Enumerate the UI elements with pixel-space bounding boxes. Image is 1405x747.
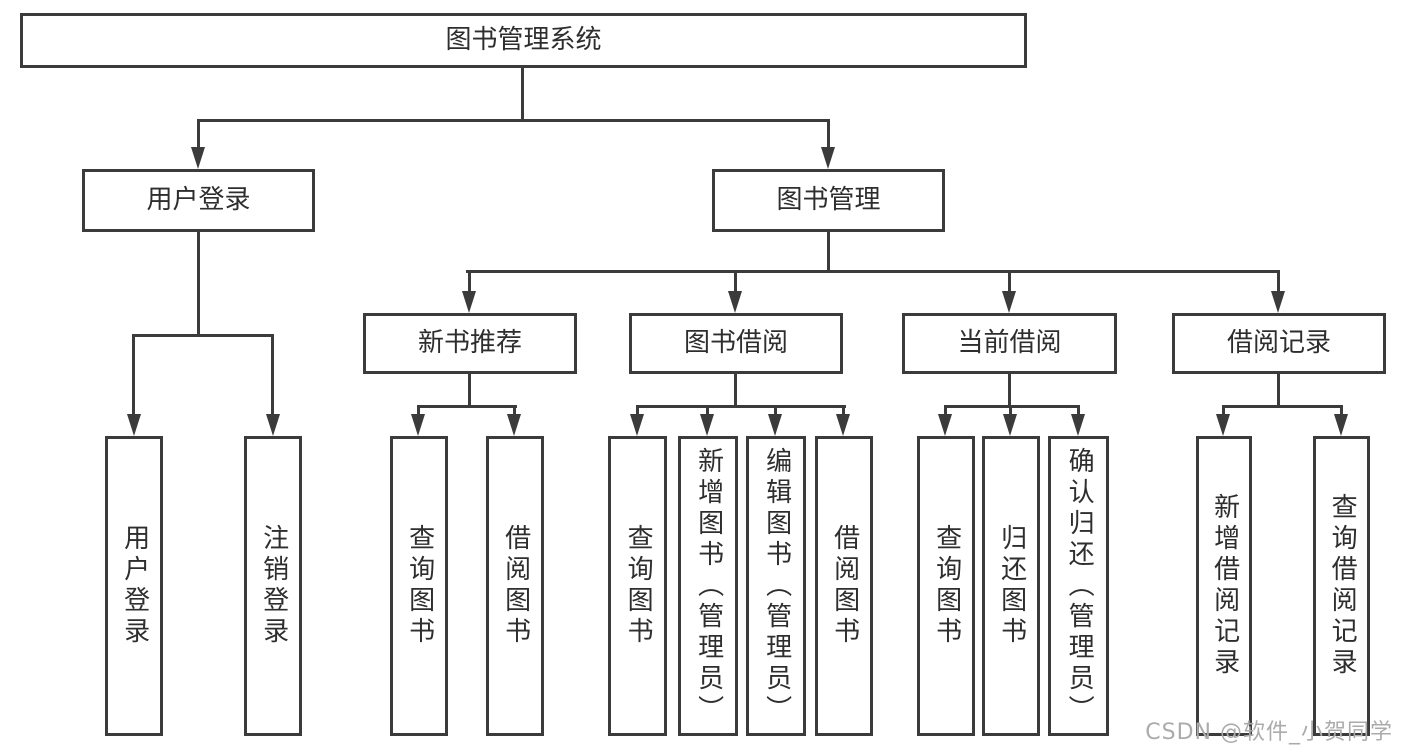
connector-line — [132, 334, 274, 337]
connector-line — [842, 405, 845, 416]
leaf-user-login: 用户登录 — [105, 436, 163, 736]
arrow-down-icon — [1003, 414, 1017, 436]
leaf-label: 借阅图书 — [829, 524, 860, 648]
connector-line — [706, 405, 709, 416]
node-borrowing-records: 借阅记录 — [1172, 313, 1386, 374]
csdn-watermark: CSDN @软件_小贺同学 — [1145, 720, 1393, 745]
connector-line — [636, 405, 639, 416]
leaf-label: 新增借阅记录 — [1209, 493, 1240, 679]
connector-line — [468, 270, 471, 293]
connector-line — [827, 119, 830, 149]
leaf-confirm-return-admin: 确认归还（管理员） — [1048, 436, 1109, 736]
connector-line — [636, 405, 846, 408]
connector-line — [1340, 405, 1343, 416]
node-book-management: 图书管理 — [712, 169, 945, 232]
node-new-book-recommendation: 新书推荐 — [363, 313, 577, 374]
leaf-label: 归还图书 — [996, 524, 1027, 648]
leaf-label: 确认归还（管理员） — [1064, 446, 1095, 726]
leaf-add-books-admin: 新增图书（管理员） — [678, 436, 738, 736]
node-current-borrowing: 当前借阅 — [902, 313, 1117, 374]
connector-line — [417, 405, 420, 416]
connector-line — [1222, 405, 1225, 416]
connector-line — [1008, 374, 1011, 408]
arrow-down-icon — [630, 414, 644, 436]
arrow-down-icon — [127, 414, 141, 436]
arrow-down-icon — [1002, 291, 1016, 313]
connector-line — [1077, 405, 1080, 416]
leaf-label: 查询图书 — [623, 524, 654, 648]
leaf-query-books-1: 查询图书 — [390, 436, 448, 736]
leaf-label: 用户登录 — [119, 524, 150, 648]
connector-line — [734, 374, 737, 408]
arrow-down-icon — [507, 414, 521, 436]
connector-line — [197, 119, 830, 122]
connector-line — [513, 405, 516, 416]
arrow-down-icon — [768, 414, 782, 436]
leaf-label: 注销登录 — [258, 524, 289, 648]
leaf-logout: 注销登录 — [244, 436, 302, 736]
arrow-down-icon — [821, 147, 835, 169]
connector-line — [944, 405, 1080, 408]
leaf-query-books-3: 查询图书 — [917, 436, 975, 736]
arrow-down-icon — [1334, 414, 1348, 436]
connector-line — [1009, 405, 1012, 416]
arrow-down-icon — [700, 414, 714, 436]
arrow-down-icon — [462, 291, 476, 313]
arrow-down-icon — [411, 414, 425, 436]
node-book-borrowing: 图书借阅 — [629, 313, 843, 374]
leaf-label: 查询借阅记录 — [1327, 493, 1358, 679]
arrow-down-icon — [728, 291, 742, 313]
connector-line — [521, 68, 524, 122]
leaf-query-books-2: 查询图书 — [608, 436, 667, 736]
node-user-login: 用户登录 — [82, 169, 315, 232]
leaf-label: 查询图书 — [931, 524, 962, 648]
connector-line — [774, 405, 777, 416]
connector-line — [468, 374, 471, 408]
leaf-borrow-books-1: 借阅图书 — [486, 436, 544, 736]
connector-line — [827, 232, 830, 273]
connector-line — [1277, 374, 1280, 408]
connector-line — [197, 232, 200, 337]
leaf-query-borrow-record: 查询借阅记录 — [1313, 436, 1370, 736]
leaf-return-books: 归还图书 — [982, 436, 1040, 736]
arrow-down-icon — [191, 147, 205, 169]
leaf-borrow-books-2: 借阅图书 — [815, 436, 873, 736]
connector-line — [1222, 405, 1343, 408]
arrow-down-icon — [1071, 414, 1085, 436]
arrow-down-icon — [1271, 291, 1285, 313]
arrow-down-icon — [266, 414, 280, 436]
leaf-edit-books-admin: 编辑图书（管理员） — [746, 436, 806, 736]
node-root-title: 图书管理系统 — [20, 13, 1027, 68]
arrow-down-icon — [836, 414, 850, 436]
arrow-down-icon — [1216, 414, 1230, 436]
connector-line — [944, 405, 947, 416]
leaf-label: 新增图书（管理员） — [693, 446, 724, 726]
connector-line — [466, 270, 1280, 273]
connector-line — [271, 334, 274, 416]
connector-line — [132, 334, 135, 416]
connector-line — [197, 119, 200, 149]
leaf-label: 借阅图书 — [500, 524, 531, 648]
leaf-label: 查询图书 — [404, 524, 435, 648]
arrow-down-icon — [938, 414, 952, 436]
leaf-label: 编辑图书（管理员） — [761, 446, 792, 726]
leaf-add-borrow-record: 新增借阅记录 — [1196, 436, 1252, 736]
connector-line — [1008, 270, 1011, 293]
connector-line — [734, 270, 737, 293]
connector-line — [1277, 270, 1280, 293]
connector-line — [417, 405, 517, 408]
